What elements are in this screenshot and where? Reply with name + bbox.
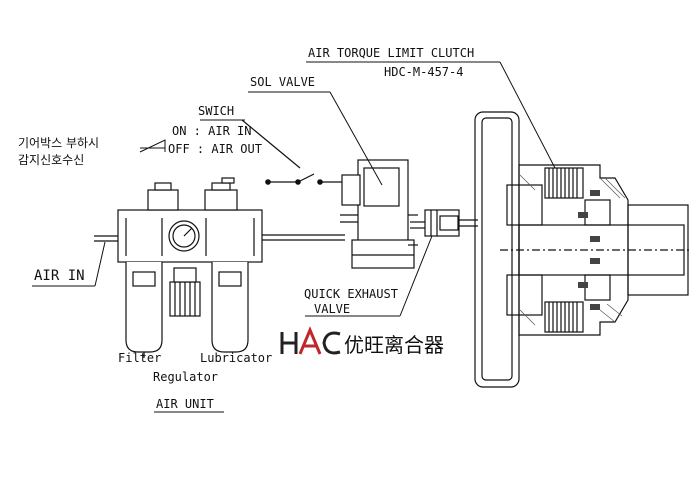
piston-bottom: [506, 274, 543, 316]
filter-label: Filter: [118, 351, 161, 365]
clutch-assembly: [474, 111, 690, 388]
air-unit-label: AIR UNIT: [156, 397, 214, 411]
quick-exhaust-label-1: QUICK EXHAUST: [304, 287, 398, 301]
filter-cap: [147, 189, 179, 211]
lubricator-cap: [204, 189, 238, 211]
friction-pack-top: [544, 167, 584, 199]
off-state-label: OFF : AIR OUT: [168, 142, 262, 156]
brand-logo: 优旺离合器: [280, 326, 444, 357]
bearing-bottom: [584, 274, 611, 301]
air-unit: [117, 177, 263, 358]
lubricator-label: Lubricator: [200, 351, 272, 365]
swich-label: SWICH: [198, 104, 234, 118]
quick-exhaust-label-2: VALVE: [314, 302, 350, 316]
quick-exhaust-valve: [424, 209, 460, 237]
hub-hatching: [519, 174, 626, 326]
clutch-disc-inner: [481, 117, 513, 381]
clutch-title-label: AIR TORQUE LIMIT CLUTCH: [308, 46, 474, 60]
hac-logo-mark: [280, 326, 341, 355]
labels: AIR TORQUE LIMIT CLUTCH HDC-M-457-4 SOL …: [18, 46, 474, 411]
solenoid-valve: [340, 159, 418, 269]
regulator-label: Regulator: [153, 370, 218, 384]
clutch-model-label: HDC-M-457-4: [384, 65, 463, 79]
friction-pack-bottom: [544, 301, 584, 333]
brand-chinese-name: 优旺离合器: [344, 333, 444, 357]
leader-lines: [32, 61, 556, 413]
on-state-label: ON : AIR IN: [172, 124, 251, 138]
bolts: [578, 190, 600, 310]
bearing-top: [584, 199, 611, 226]
sol-valve-label: SOL VALVE: [250, 75, 315, 89]
korean-label-1: 기어박스 부하시: [18, 136, 99, 150]
switch-symbol: [241, 119, 342, 185]
air-in-label: AIR IN: [34, 268, 85, 284]
korean-label-2: 감지신호수신: [18, 153, 84, 167]
piston-top: [506, 184, 543, 226]
pipes: [94, 219, 478, 242]
clutch-hub: [518, 164, 629, 336]
